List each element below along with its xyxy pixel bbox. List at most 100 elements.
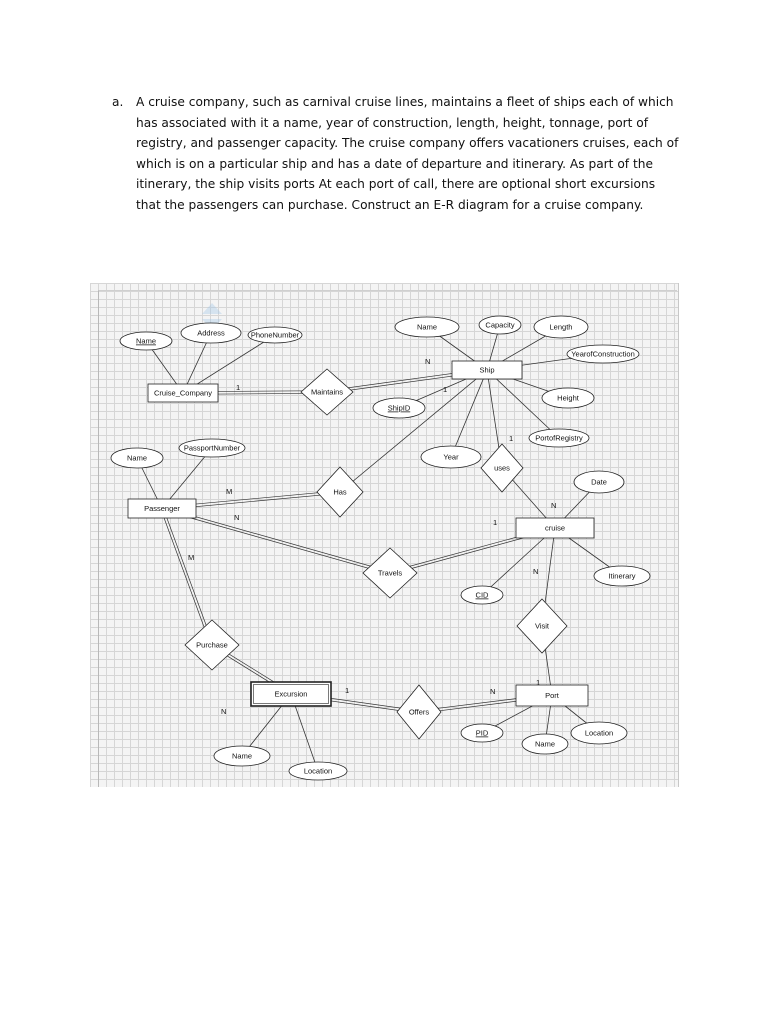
entity-box [515,684,589,707]
entity-label: Excursion [275,690,308,699]
attribute-ellipse [288,761,348,781]
question-marker: a. [112,95,124,109]
attribute-port_location: Location [570,721,628,745]
attribute-label: Location [585,729,613,738]
entity-label: cruise [545,524,565,533]
attribute-p_name: Name [110,447,164,469]
attribute-cc_address: Address [180,322,242,344]
question-line: A cruise company, such as carnival cruis… [136,95,674,109]
attr-link-ex_location [290,693,319,772]
attribute-ellipse [566,344,640,364]
rel-link-passenger-travels-a [161,509,390,575]
card-has-passenger: M [226,487,232,496]
attribute-cr_date: Date [573,470,625,494]
relationship-has: Has [316,466,364,518]
entity-box [127,498,197,519]
question-line: that the passengers can purchase. Constr… [136,197,644,212]
attribute-ellipse [420,445,482,469]
attribute-ellipse [213,745,271,767]
relationship-diamond [184,619,240,671]
rel-link-passenger-travels [161,506,391,575]
attribute-ellipse [541,387,595,409]
rel-link-ship-has [339,369,488,493]
attribute-cc_name: Name [119,331,173,351]
attribute-label: Capacity [485,321,514,330]
entity-box [147,383,219,403]
attribute-ship_yoc: YearofConstruction [566,344,640,364]
attribute-cr_cid: CID [460,585,504,605]
attr-link-cc_phone [182,334,276,394]
attribute-ship_name: Name [394,316,460,338]
attribute-label: Name [127,454,147,463]
relationship-label: Purchase [196,641,228,650]
attribute-p_passport: PassportNumber [178,438,246,458]
rel-link-passenger-purchase [160,507,214,646]
relationship-travels: Travels [362,547,418,599]
entity-label: Passenger [144,504,180,513]
card-offers-excursion: 1 [345,686,349,695]
relationship-diamond [300,368,354,416]
attr-link-ship_port [486,369,560,439]
question-line: has associated with it a name, year of c… [136,115,649,130]
attribute-cc_phone: PhoneNumber [247,326,303,344]
key-attribute-label: CID [476,591,490,600]
attribute-ellipse [478,315,522,335]
entity-excursion: Excursion [250,681,332,707]
card-visit-cruise: N [533,567,538,576]
key-attribute-label: ShipID [388,404,411,413]
attribute-ellipse [119,331,173,351]
relationship-label: uses [494,464,510,473]
attribute-ellipse [533,315,589,339]
attribute-ellipse [110,447,164,469]
attribute-label: Date [591,478,607,487]
relationship-label: Maintains [311,388,343,397]
rel-link-passenger-purchase-a [160,508,212,646]
relationship-label: Travels [378,569,403,578]
card-uses-cruise: N [551,501,556,510]
attribute-label: Address [197,329,225,338]
attribute-ship_length: Length [533,315,589,339]
entity-cruise: cruise [515,517,595,539]
card-offers-port: N [490,687,495,696]
entity-cruise_company: Cruise_Company [147,383,219,403]
relationship-label: Offers [409,708,430,717]
attribute-label: Length [550,323,573,332]
entity-inner-box [253,684,329,704]
attr-link-p_passport [161,447,213,509]
attribute-ellipse [460,585,504,605]
rel-link-passenger-travels-b [162,506,391,573]
attribute-label: Year [443,453,459,462]
attribute-ship_capacity: Capacity [478,315,522,335]
question-line: itinerary, the ship visits ports At each… [136,177,656,192]
attribute-ex_location: Location [288,761,348,781]
relationship-diamond [396,684,442,740]
card-purchase-passenger: M [188,553,194,562]
attribute-port_pid: PID [460,723,504,743]
attr-link-ship_year [450,369,488,458]
relationship-diamond [516,598,568,654]
attribute-cr_itinerary: Itinerary [593,565,651,587]
relationship-label: Has [333,488,347,497]
attribute-ellipse [573,470,625,494]
entity-label: Cruise_Company [154,389,212,398]
attribute-ellipse [570,721,628,745]
attribute-ellipse [178,438,246,458]
entity-label: Ship [479,366,494,375]
attribute-ship_id: ShipID [372,397,426,419]
entity-box [515,517,595,539]
card-ship-has: 1 [443,385,447,394]
attribute-ellipse [180,322,242,344]
attribute-label: PassportNumber [184,444,241,453]
attribute-ship_height: Height [541,387,595,409]
attribute-ellipse [394,316,460,338]
attribute-label: Name [417,323,437,332]
relationship-offers: Offers [396,684,442,740]
entity-passenger: Passenger [127,498,197,519]
relationship-diamond [480,443,524,493]
card-ship-uses: 1 [509,434,513,443]
card-maintains-cc: 1 [236,383,240,392]
attribute-ex_name: Name [213,745,271,767]
attribute-ship_year: Year [420,445,482,469]
relationship-maintains: Maintains [300,368,354,416]
card-purchase-excursion: N [221,707,226,716]
